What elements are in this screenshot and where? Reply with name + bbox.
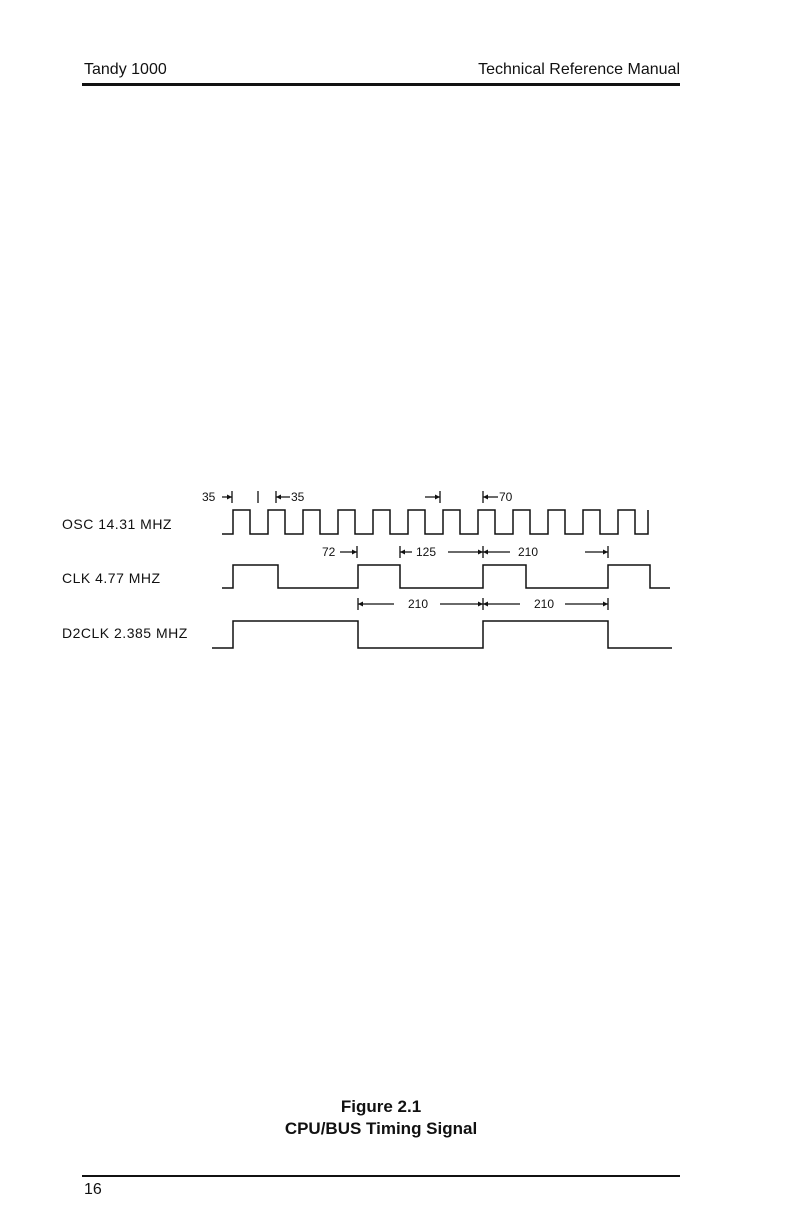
page-number: 16 [84, 1181, 102, 1199]
clk-arrowhead-b [400, 550, 405, 555]
osc-period-label: 70 [499, 490, 513, 504]
signal-label-clk: CLK 4.77 MHZ [62, 570, 161, 586]
osc-period-arrowhead-right [483, 495, 488, 500]
footer-rule [82, 1175, 680, 1177]
osc-low-time-label: 35 [291, 490, 305, 504]
signal-label-d2clk: D2CLK 2.385 MHZ [62, 625, 188, 641]
osc-high-time-label: 35 [202, 490, 216, 504]
clk-arrowhead-e [603, 550, 608, 555]
header-left-title: Tandy 1000 [84, 61, 167, 79]
osc-arrowhead-left [227, 495, 232, 500]
clk-arrowhead-d [483, 550, 488, 555]
clk-arrowhead-c [478, 550, 483, 555]
header-right-title: Technical Reference Manual [478, 61, 680, 79]
osc-arrowhead-right [276, 495, 281, 500]
d2-second-half-label: 210 [534, 597, 554, 611]
clk-waveform [222, 565, 670, 588]
d2-first-half-label: 210 [408, 597, 428, 611]
d2-arrow-a [358, 598, 394, 610]
d2-arrowhead-c [483, 602, 488, 607]
clk-high-time-label: 125 [416, 545, 436, 559]
header-rule [82, 83, 680, 86]
osc-waveform [222, 510, 648, 534]
d2-arrowhead-a [358, 602, 363, 607]
figure-number: Figure 2.1 [0, 1097, 762, 1117]
d2-arrowhead-d [603, 602, 608, 607]
signal-label-osc: OSC 14.31 MHZ [62, 516, 172, 532]
figure-title: CPU/BUS Timing Signal [0, 1119, 762, 1139]
timing-diagram: OSC 14.31 MHZ CLK 4.77 MHZ D2CLK 2.385 M… [0, 470, 803, 670]
clk-period-label: 210 [518, 545, 538, 559]
clk-arrowhead-a [352, 550, 357, 555]
d2-arrow-d [565, 598, 608, 610]
clk-fall-label: 72 [322, 545, 336, 559]
d2clk-waveform [212, 621, 672, 648]
d2-arrowhead-b [478, 602, 483, 607]
osc-period-arrowhead-left [435, 495, 440, 500]
